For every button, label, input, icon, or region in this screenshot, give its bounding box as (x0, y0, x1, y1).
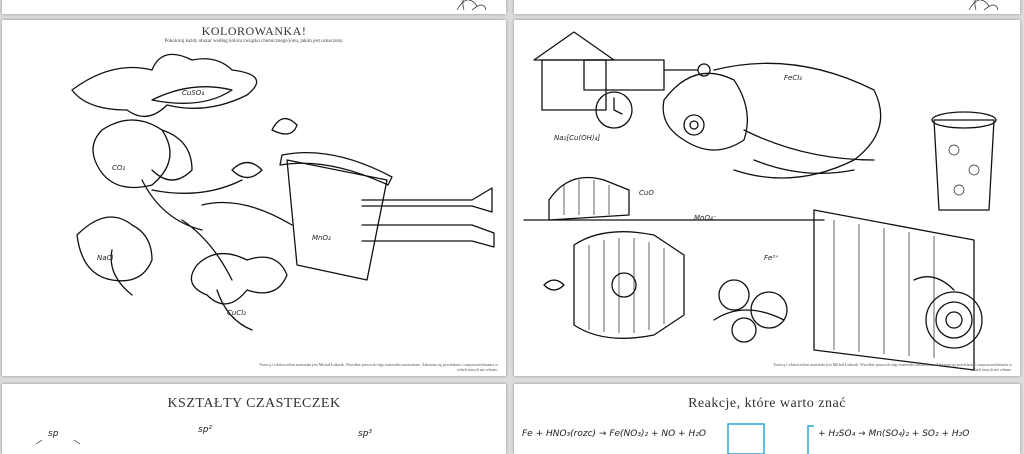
svg-text:Na₂[Cu(OH)₄]: Na₂[Cu(OH)₄] (554, 134, 600, 142)
coloring-page-room[interactable]: Na₂[Cu(OH)₄] CuO FeCl₃ MnO₄⁻ Fe²⁺ Twórcą… (514, 20, 1020, 376)
page-thumbnail-top-left[interactable] (2, 0, 506, 14)
page-title: KOLOROWANKA! (201, 24, 307, 38)
svg-text:MnO₄⁻: MnO₄⁻ (694, 214, 717, 222)
reactions-page[interactable]: Reakcje, które warto znać Fe + HNO₃(rozc… (514, 384, 1020, 454)
page-title: KSZTAŁTY CZASTECZEK (167, 396, 341, 411)
svg-text:CuO: CuO (639, 189, 654, 197)
label-sp3: sp³ (358, 429, 372, 439)
label-sp: sp (48, 429, 59, 439)
svg-text:Fe²⁺: Fe²⁺ (764, 254, 779, 262)
reaction-formula-1: Fe + HNO₃(rozc) → Fe(NO₃)₂ + NO + H₂O (522, 429, 706, 439)
reaction-formulas: Fe + HNO₃(rozc) → Fe(NO₃)₂ + NO + H₂O + … (522, 423, 969, 454)
svg-text:CuSO₄: CuSO₄ (182, 89, 204, 97)
plant-doodle-icon (968, 0, 999, 11)
svg-text:FeCl₃: FeCl₃ (784, 74, 802, 82)
copyright-footer: Twórcą i właścicielem materiału jest Mic… (259, 362, 498, 372)
plant-doodle-icon (456, 0, 487, 11)
hybridization-labels: sp sp² sp³ (35, 425, 372, 445)
svg-text:NaCl: NaCl (97, 254, 113, 262)
copyright-footer: Twórcą i właścicielem materiału jest Mic… (773, 362, 1012, 372)
svg-text:MnO₂: MnO₂ (312, 234, 331, 242)
page-title: Reakcje, które warto znać (688, 396, 846, 411)
flower-pot-illustration: CuSO₄ CO₂ MnO₂ CuCl₂ NaCl (71, 53, 495, 331)
page-subtitle: Pokoloruj każdy obszar według koloru zwi… (164, 39, 344, 44)
svg-text:CO₂: CO₂ (112, 164, 125, 172)
room-scene-illustration: Na₂[Cu(OH)₄] CuO FeCl₃ MnO₄⁻ Fe²⁺ (523, 31, 997, 371)
svg-text:CuCl₂: CuCl₂ (227, 309, 246, 317)
shapes-page[interactable]: KSZTAŁTY CZASTECZEK sp sp² sp³ (2, 384, 506, 454)
label-sp2: sp² (198, 425, 212, 435)
coloring-page-flowers[interactable]: KOLOROWANKA! Pokoloruj każdy obszar wedł… (2, 20, 506, 376)
reaction-formula-2: + H₂SO₄ → Mn(SO₄)₂ + SO₂ + H₂O (818, 429, 969, 439)
page-thumbnail-top-right[interactable] (514, 0, 1020, 14)
